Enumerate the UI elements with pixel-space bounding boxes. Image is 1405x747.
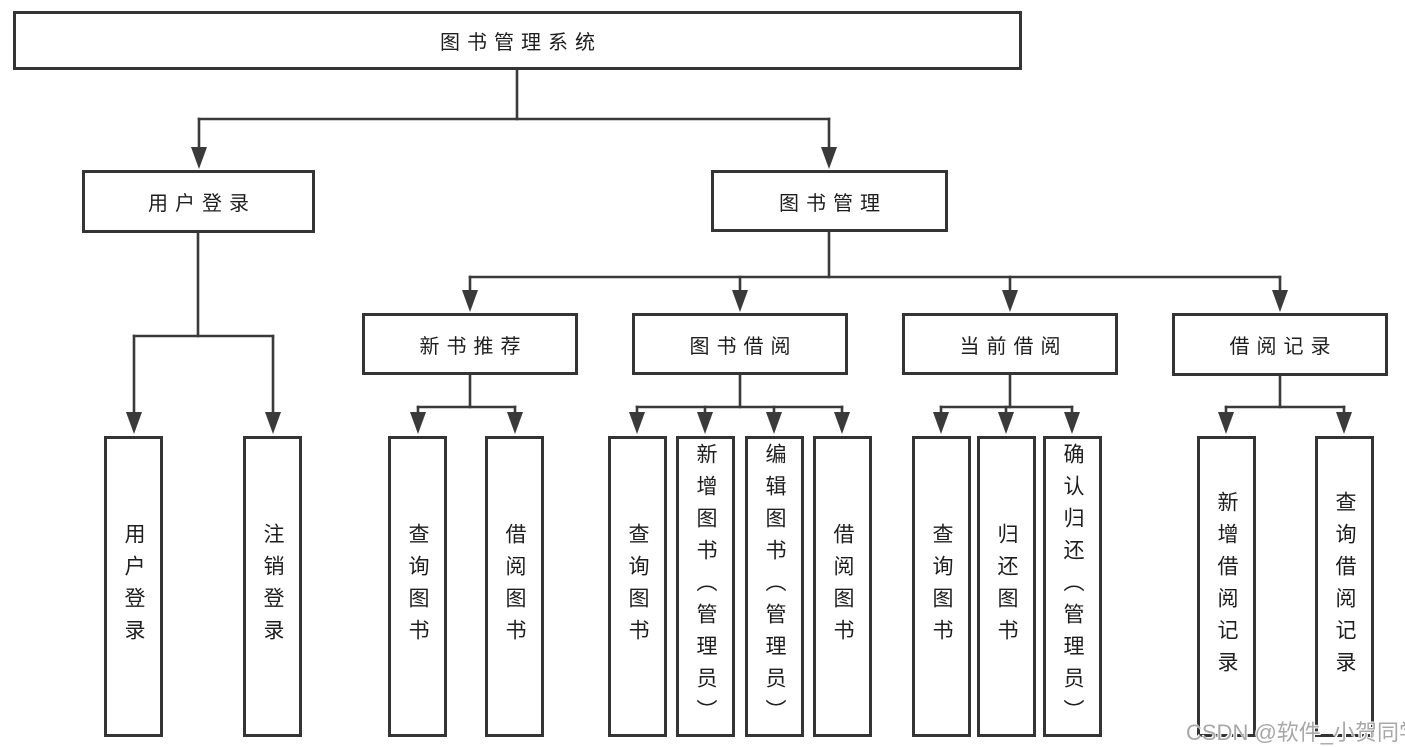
node-label: 确认归还（管理员） xyxy=(1061,442,1084,731)
node-user-login: 用户登录 xyxy=(82,170,315,233)
leaf-query-books-current: 查询图书 xyxy=(912,436,971,737)
leaf-borrow-books-recommend: 借阅图书 xyxy=(485,436,544,737)
node-label: 借阅图书 xyxy=(503,522,526,651)
node-label: 用户登录 xyxy=(122,522,145,651)
node-label: 编辑图书（管理员） xyxy=(763,442,786,731)
node-label: 图书管理 xyxy=(779,192,887,215)
node-label: 用户登录 xyxy=(148,193,256,215)
node-borrowing-records: 借阅记录 xyxy=(1172,313,1388,376)
node-library-management-system: 图书管理系统 xyxy=(13,11,1022,70)
node-label: 查询图书 xyxy=(930,522,953,651)
node-label: 查询图书 xyxy=(406,522,429,651)
node-label: 查询借阅记录 xyxy=(1333,490,1356,683)
leaf-edit-books-admin: 编辑图书（管理员） xyxy=(745,436,804,737)
leaf-confirm-return-admin: 确认归还（管理员） xyxy=(1043,436,1102,737)
node-book-borrowing: 图书借阅 xyxy=(632,313,848,375)
leaf-borrow-books-borrowing: 借阅图书 xyxy=(813,436,872,737)
leaf-logout-login: 注销登录 xyxy=(243,436,302,737)
node-label: 注销登录 xyxy=(261,522,284,651)
node-label: 新增图书（管理员） xyxy=(694,442,717,731)
node-book-management: 图书管理 xyxy=(711,170,948,232)
node-label: 新增借阅记录 xyxy=(1215,490,1238,683)
node-label: 查询图书 xyxy=(626,522,649,651)
node-label: 图书借阅 xyxy=(689,335,798,358)
node-current-borrowing: 当前借阅 xyxy=(902,313,1118,375)
node-label: 借阅记录 xyxy=(1229,336,1338,358)
node-label: 新书推荐 xyxy=(419,335,528,358)
leaf-return-books: 归还图书 xyxy=(977,436,1036,737)
leaf-query-books-borrowing: 查询图书 xyxy=(608,436,667,737)
csdn-watermark: CSDN @软件_小贺同学 xyxy=(1186,720,1405,745)
node-label: 借阅图书 xyxy=(831,522,854,651)
node-label: 归还图书 xyxy=(995,522,1018,651)
leaf-query-borrow-record: 查询借阅记录 xyxy=(1315,436,1374,737)
leaf-query-books-recommend: 查询图书 xyxy=(388,436,447,737)
leaf-add-books-admin: 新增图书（管理员） xyxy=(676,436,735,737)
leaf-add-borrow-record: 新增借阅记录 xyxy=(1197,436,1256,737)
node-label: 图书管理系统 xyxy=(440,32,602,54)
node-new-book-recommend: 新书推荐 xyxy=(362,313,578,375)
leaf-user-login: 用户登录 xyxy=(104,436,163,737)
node-label: 当前借阅 xyxy=(959,335,1068,358)
